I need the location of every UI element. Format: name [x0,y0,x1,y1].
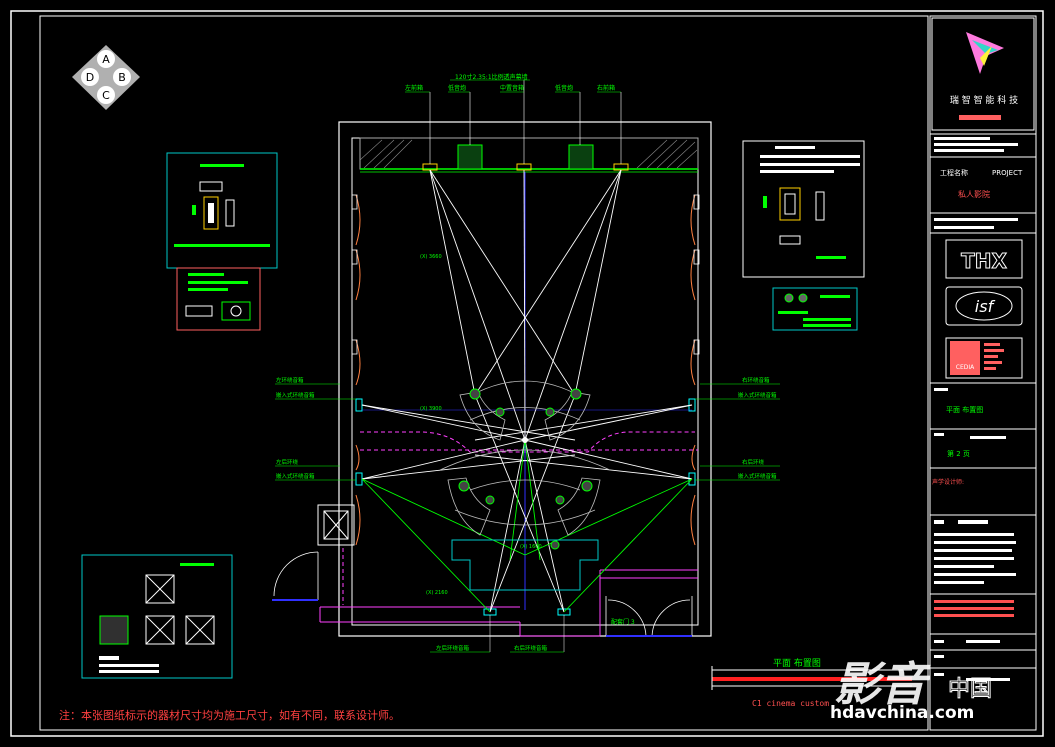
watermark-url: hdavchina.com [830,703,974,723]
compass-left: D [86,71,94,84]
detail-box-front-speaker [166,152,278,269]
cedia-logo-icon: CEDIA [945,337,1023,379]
svg-text:配套门 3: 配套门 3 [611,618,635,626]
seating-row-1 [459,380,591,441]
plan-title: 平面 布置图 [773,657,821,669]
right-surround-label: 右环绕音箱 [742,376,770,384]
company-name: 瑞 智 智 能 科 技 [950,94,1018,106]
seat-marker [458,480,470,492]
svg-text:嵌入式环绕音箱: 嵌入式环绕音箱 [276,391,315,399]
detail-box-ceiling [81,554,233,679]
project-name: 私人影院 [958,189,990,199]
side-labels-left: 左环绕音箱 嵌入式环绕音箱 左后环绕 嵌入式环绕音箱 [275,376,356,481]
rear-labels: 左后环绕音箱 右后环绕音箱 [430,615,565,653]
front-label-fr: 右前箱 [597,84,615,92]
outer-frame [10,10,1044,737]
plan-subtitle: C1 cinema custom [752,699,829,708]
compass-bottom: C [102,89,110,102]
door-left [273,551,319,600]
left-rear-surround-label: 左后环绕 [276,458,299,466]
notes-label: 声学设计师: [932,478,964,486]
detail-box-subwoofer [176,267,261,331]
dim-label: (X) 3660 [420,254,442,260]
title-block: 瑞 智 智 能 科 技 工程名称 PROJECT 私人影院 THX isf CE… [929,15,1037,731]
seating-row-2 [439,449,611,536]
room-plan: 配套门 3 [272,121,712,637]
front-label-sub1: 低音炮 [448,84,466,92]
project-label: 工程名称 [940,168,968,177]
left-surround-label: 左环绕音箱 [276,376,304,384]
rear-right-label: 右后环绕音箱 [514,644,548,652]
svg-text:嵌入式环绕音箱: 嵌入式环绕音箱 [276,472,315,480]
dim-label: (X) 2160 [426,590,448,596]
front-labels: 120寸2.35:1比例透声幕墙 左前箱 低音炮 中置音箱 低音炮 右前箱 [405,73,622,164]
screen-wall [359,137,699,173]
left-rear-surround-speaker [355,472,363,486]
seat-marker [555,495,565,505]
page-number: 第 2 页 [947,449,970,458]
screen-label: 120寸2.35:1比例透声幕墙 [455,73,528,81]
company-logo-icon [966,32,1004,74]
project-label-en: PROJECT [992,169,1023,177]
inner-frame [39,15,929,731]
right-surround-speaker [688,398,696,412]
compass-right: B [118,71,126,84]
left-surround-speaker [355,398,363,412]
isf-logo-icon: isf [945,286,1023,326]
svg-text:CEDIA: CEDIA [956,364,975,371]
subwoofer-left [457,144,483,170]
svg-text:嵌入式环绕音箱: 嵌入式环绕音箱 [738,472,777,480]
compass-top: A [102,53,110,66]
detail-box-rear [772,287,858,331]
detail-box-surround [742,140,865,278]
plan-title-block: 平面 布置图 C1 cinema custom [711,657,912,708]
rack-cabinet [317,504,355,546]
seat-marker [469,388,481,400]
seat-marker [570,388,582,400]
speaker-sightlines [361,169,693,613]
dim-label: (X) 3900 [420,406,442,412]
seat-marker [522,437,528,443]
front-label-fl: 左前箱 [405,84,423,92]
seat-marker [550,540,560,550]
watermark-logo: 影音 中国 hdavchina.com [830,657,993,723]
svg-text:THX: THX [961,249,1007,273]
svg-text:isf: isf [975,297,996,316]
door-right [605,596,693,637]
thx-logo-icon: THX [945,239,1023,279]
rear-left-label: 左后环绕音箱 [436,644,470,652]
front-label-center: 中置音箱 [500,84,524,92]
seat-marker [581,480,593,492]
seat-marker [495,407,505,417]
subwoofer-right [568,144,594,170]
front-label-sub2: 低音炮 [555,84,573,92]
rear-platform [451,539,599,591]
watermark-brand2: 中国 [948,677,992,702]
dim-label: (X) 1600 [520,544,542,550]
watermark-brand: 影音 [834,657,931,711]
right-rear-surround-label: 右后环绕 [742,458,765,466]
svg-text:嵌入式环绕音箱: 嵌入式环绕音箱 [738,391,777,399]
seat-marker [485,495,495,505]
seat-marker [545,407,555,417]
drawing-note: 注：本张图纸标示的器材尺寸均为施工尺寸，如有不同，联系设计师。 [59,708,400,722]
drawing-name: 平面 布置图 [946,405,983,414]
side-labels-right: 右环绕音箱 嵌入式环绕音箱 右后环绕 嵌入式环绕音箱 [695,376,780,481]
compass-icon: A D B C [72,45,140,110]
